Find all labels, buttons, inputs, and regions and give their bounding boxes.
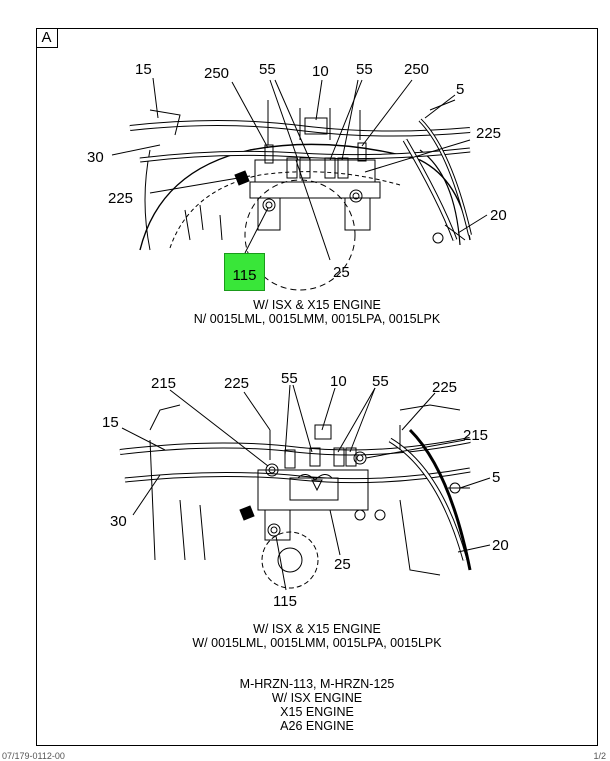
- applicability-line4: A26 ENGINE: [280, 719, 354, 733]
- top-callout: 250: [404, 61, 429, 78]
- top-caption-line1: W/ ISX & X15 ENGINE: [253, 298, 381, 312]
- top-engine-artwork: [129, 99, 472, 291]
- top-callout: 10: [312, 63, 329, 80]
- top-caption-line2: N/ 0015LML, 0015LMM, 0015LPA, 0015LPK: [193, 312, 441, 326]
- bottom-callout: 115: [273, 593, 297, 610]
- applicability-line3: X15 ENGINE: [280, 705, 354, 719]
- top-callout: 55: [259, 61, 276, 78]
- bottom-callout: 10: [330, 373, 347, 390]
- top-callout: 30: [87, 149, 104, 166]
- top-callout: 25: [333, 264, 350, 281]
- bottom-callout: 225: [224, 375, 249, 392]
- top-leader-lines: [111, 77, 488, 261]
- bottom-caption-line1: W/ ISX & X15 ENGINE: [253, 622, 381, 636]
- panel-letter: A: [36, 28, 58, 48]
- bottom-callout: 215: [151, 375, 176, 392]
- bottom-callout: 25: [334, 556, 351, 573]
- top-callout: 5: [456, 81, 464, 98]
- bottom-callout: 225: [432, 379, 457, 396]
- top-callout: 250: [204, 65, 229, 82]
- top-callouts: 15 250 55 10 55 250 5 225 30 225 20 25: [87, 61, 507, 281]
- bottom-callouts: 215 225 55 10 55 225 15 215 5 30 20 25 1…: [102, 370, 509, 610]
- footer-left: 07/179-0112-00: [2, 751, 65, 761]
- top-callout: 15: [135, 61, 152, 78]
- bottom-callout: 5: [492, 469, 500, 486]
- bottom-callout: 20: [492, 537, 509, 554]
- top-callout: 225: [476, 125, 501, 142]
- applicability-line2: W/ ISX ENGINE: [271, 691, 363, 705]
- bottom-callout: 15: [102, 414, 119, 431]
- top-callout: 225: [108, 190, 133, 207]
- highlighted-callout-115[interactable]: 115: [224, 253, 265, 291]
- bottom-leader-lines: [121, 384, 491, 591]
- bottom-callout: 215: [463, 427, 488, 444]
- top-callout: 55: [356, 61, 373, 78]
- diagram-frame: [36, 28, 598, 746]
- bottom-caption-line2: W/ 0015LML, 0015LMM, 0015LPA, 0015LPK: [192, 636, 442, 650]
- bottom-engine-artwork: [119, 404, 472, 589]
- bottom-callout: 55: [281, 370, 298, 387]
- bottom-callout: 55: [372, 373, 389, 390]
- bottom-callout: 30: [110, 513, 127, 530]
- footer-right: 1/2: [593, 751, 606, 761]
- top-callout: 20: [490, 207, 507, 224]
- applicability-line1: M-HRZN-113, M-HRZN-125: [239, 677, 395, 691]
